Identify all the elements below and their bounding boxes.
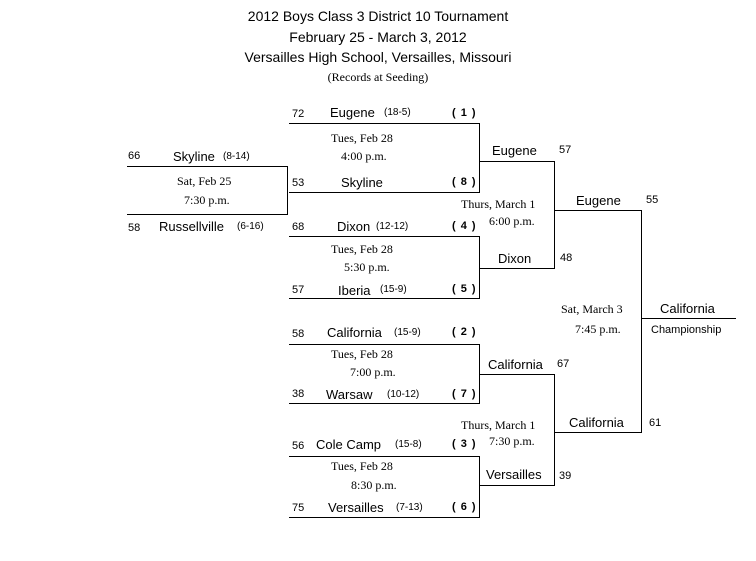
qf4-top-team: Cole Camp [316, 437, 382, 452]
qf2-connector [479, 236, 480, 298]
sf1-line-top [480, 161, 555, 162]
qf2-bottom-score: 57 [292, 284, 305, 296]
champion-line [642, 318, 736, 319]
qf2-top-score: 68 [292, 221, 305, 233]
playin-team-2: Russellville [159, 219, 225, 234]
qf3-bottom-team: Warsaw [326, 387, 373, 402]
sf2-top-score: 67 [557, 358, 570, 370]
sf2-top-team: California [488, 357, 543, 372]
qf3-date: Tues, Feb 28 [331, 347, 393, 361]
qf2-top-team: Dixon [337, 219, 371, 234]
qf4-top-record: (15-8) [395, 439, 422, 450]
sf1-bottom-score: 48 [560, 252, 573, 264]
qf2-bottom-record: (15-9) [380, 284, 407, 295]
playin-line-bottom [127, 214, 288, 215]
final-date: Sat, March 3 [561, 302, 623, 316]
tournament-dates: February 25 - March 3, 2012 [289, 29, 467, 45]
sf2-line-bottom [480, 485, 555, 486]
sf2-connector [554, 374, 555, 485]
sf2-line-top [480, 374, 555, 375]
sf1-top-team: Eugene [492, 143, 537, 158]
qf2-date: Tues, Feb 28 [331, 242, 393, 256]
qf2-line-top [289, 236, 480, 237]
qf1-bottom-team: Skyline [341, 175, 383, 190]
qf1-bottom-seed: ( 8 ) [452, 176, 477, 188]
playin-score-2: 58 [128, 222, 141, 234]
qf1-top-team: Eugene [330, 105, 375, 120]
qf4-top-seed: ( 3 ) [452, 438, 477, 450]
playin-connector [287, 166, 288, 214]
qf3-top-team: California [327, 325, 382, 340]
qf1-line-top [289, 123, 480, 124]
tournament-venue: Versailles High School, Versailles, Miss… [244, 49, 512, 65]
sf1-time: 6:00 p.m. [489, 214, 535, 228]
playin-line-top [127, 166, 288, 167]
playin-record-1: (8-14) [223, 151, 250, 162]
qf4-bottom-team: Versailles [328, 500, 384, 515]
qf4-bottom-record: (7-13) [396, 502, 423, 513]
qf3-time: 7:00 p.m. [350, 365, 396, 379]
qf1-time: 4:00 p.m. [341, 149, 387, 163]
qf2-top-record: (12-12) [376, 221, 409, 232]
qf2-line-bottom [289, 298, 480, 299]
sf2-date: Thurs, March 1 [461, 418, 536, 432]
tournament-title: 2012 Boys Class 3 District 10 Tournament [247, 8, 509, 24]
final-top-team: Eugene [576, 193, 621, 208]
final-line-top [555, 210, 642, 211]
sf2-time: 7:30 p.m. [489, 434, 535, 448]
qf1-line-bottom [289, 192, 480, 193]
final-connector [641, 210, 642, 432]
qf2-time: 5:30 p.m. [344, 260, 390, 274]
qf1-connector [479, 123, 480, 192]
final-time: 7:45 p.m. [575, 322, 621, 336]
qf4-bottom-score: 75 [292, 502, 305, 514]
qf3-top-score: 58 [292, 328, 305, 340]
qf1-bottom-score: 53 [292, 177, 305, 189]
sf1-top-score: 57 [559, 144, 572, 156]
qf1-date: Tues, Feb 28 [331, 131, 393, 145]
qf3-line-bottom [289, 403, 480, 404]
final-bottom-score: 61 [649, 417, 662, 429]
records-note: (Records at Seeding) [327, 70, 429, 84]
sf1-line-bottom [480, 268, 555, 269]
qf3-top-seed: ( 2 ) [452, 326, 477, 338]
sf2-bottom-team: Versailles [486, 467, 542, 482]
playin-date: Sat, Feb 25 [177, 174, 232, 188]
championship-label: Championship [651, 324, 722, 336]
qf2-bottom-team: Iberia [338, 283, 371, 298]
qf4-line-top [289, 456, 480, 457]
qf4-date: Tues, Feb 28 [331, 459, 393, 473]
final-top-score: 55 [646, 194, 659, 206]
qf2-top-seed: ( 4 ) [452, 220, 477, 232]
qf2-bottom-seed: ( 5 ) [452, 283, 477, 295]
final-line-bottom [555, 432, 642, 433]
qf3-line-top [289, 344, 480, 345]
qf4-connector [479, 456, 480, 517]
playin-time: 7:30 p.m. [184, 193, 230, 207]
playin-record-2: (6-16) [237, 221, 264, 232]
sf1-bottom-team: Dixon [498, 251, 532, 266]
sf1-date: Thurs, March 1 [461, 197, 536, 211]
qf4-time: 8:30 p.m. [351, 478, 397, 492]
qf3-top-record: (15-9) [394, 327, 421, 338]
sf2-bottom-score: 39 [559, 470, 572, 482]
qf3-connector [479, 344, 480, 403]
qf3-bottom-seed: ( 7 ) [452, 388, 477, 400]
qf3-bottom-record: (10-12) [387, 389, 420, 400]
qf4-bottom-seed: ( 6 ) [452, 501, 477, 513]
qf1-top-score: 72 [292, 108, 305, 120]
champion-team: California [660, 301, 715, 316]
qf3-bottom-score: 38 [292, 388, 305, 400]
playin-score-1: 66 [128, 150, 141, 162]
qf1-top-seed: ( 1 ) [452, 107, 477, 119]
qf1-top-record: (18-5) [384, 107, 411, 118]
playin-team-1: Skyline [173, 149, 215, 164]
qf4-top-score: 56 [292, 440, 305, 452]
final-bottom-team: California [569, 415, 624, 430]
qf4-line-bottom [289, 517, 480, 518]
sf1-connector [554, 161, 555, 268]
